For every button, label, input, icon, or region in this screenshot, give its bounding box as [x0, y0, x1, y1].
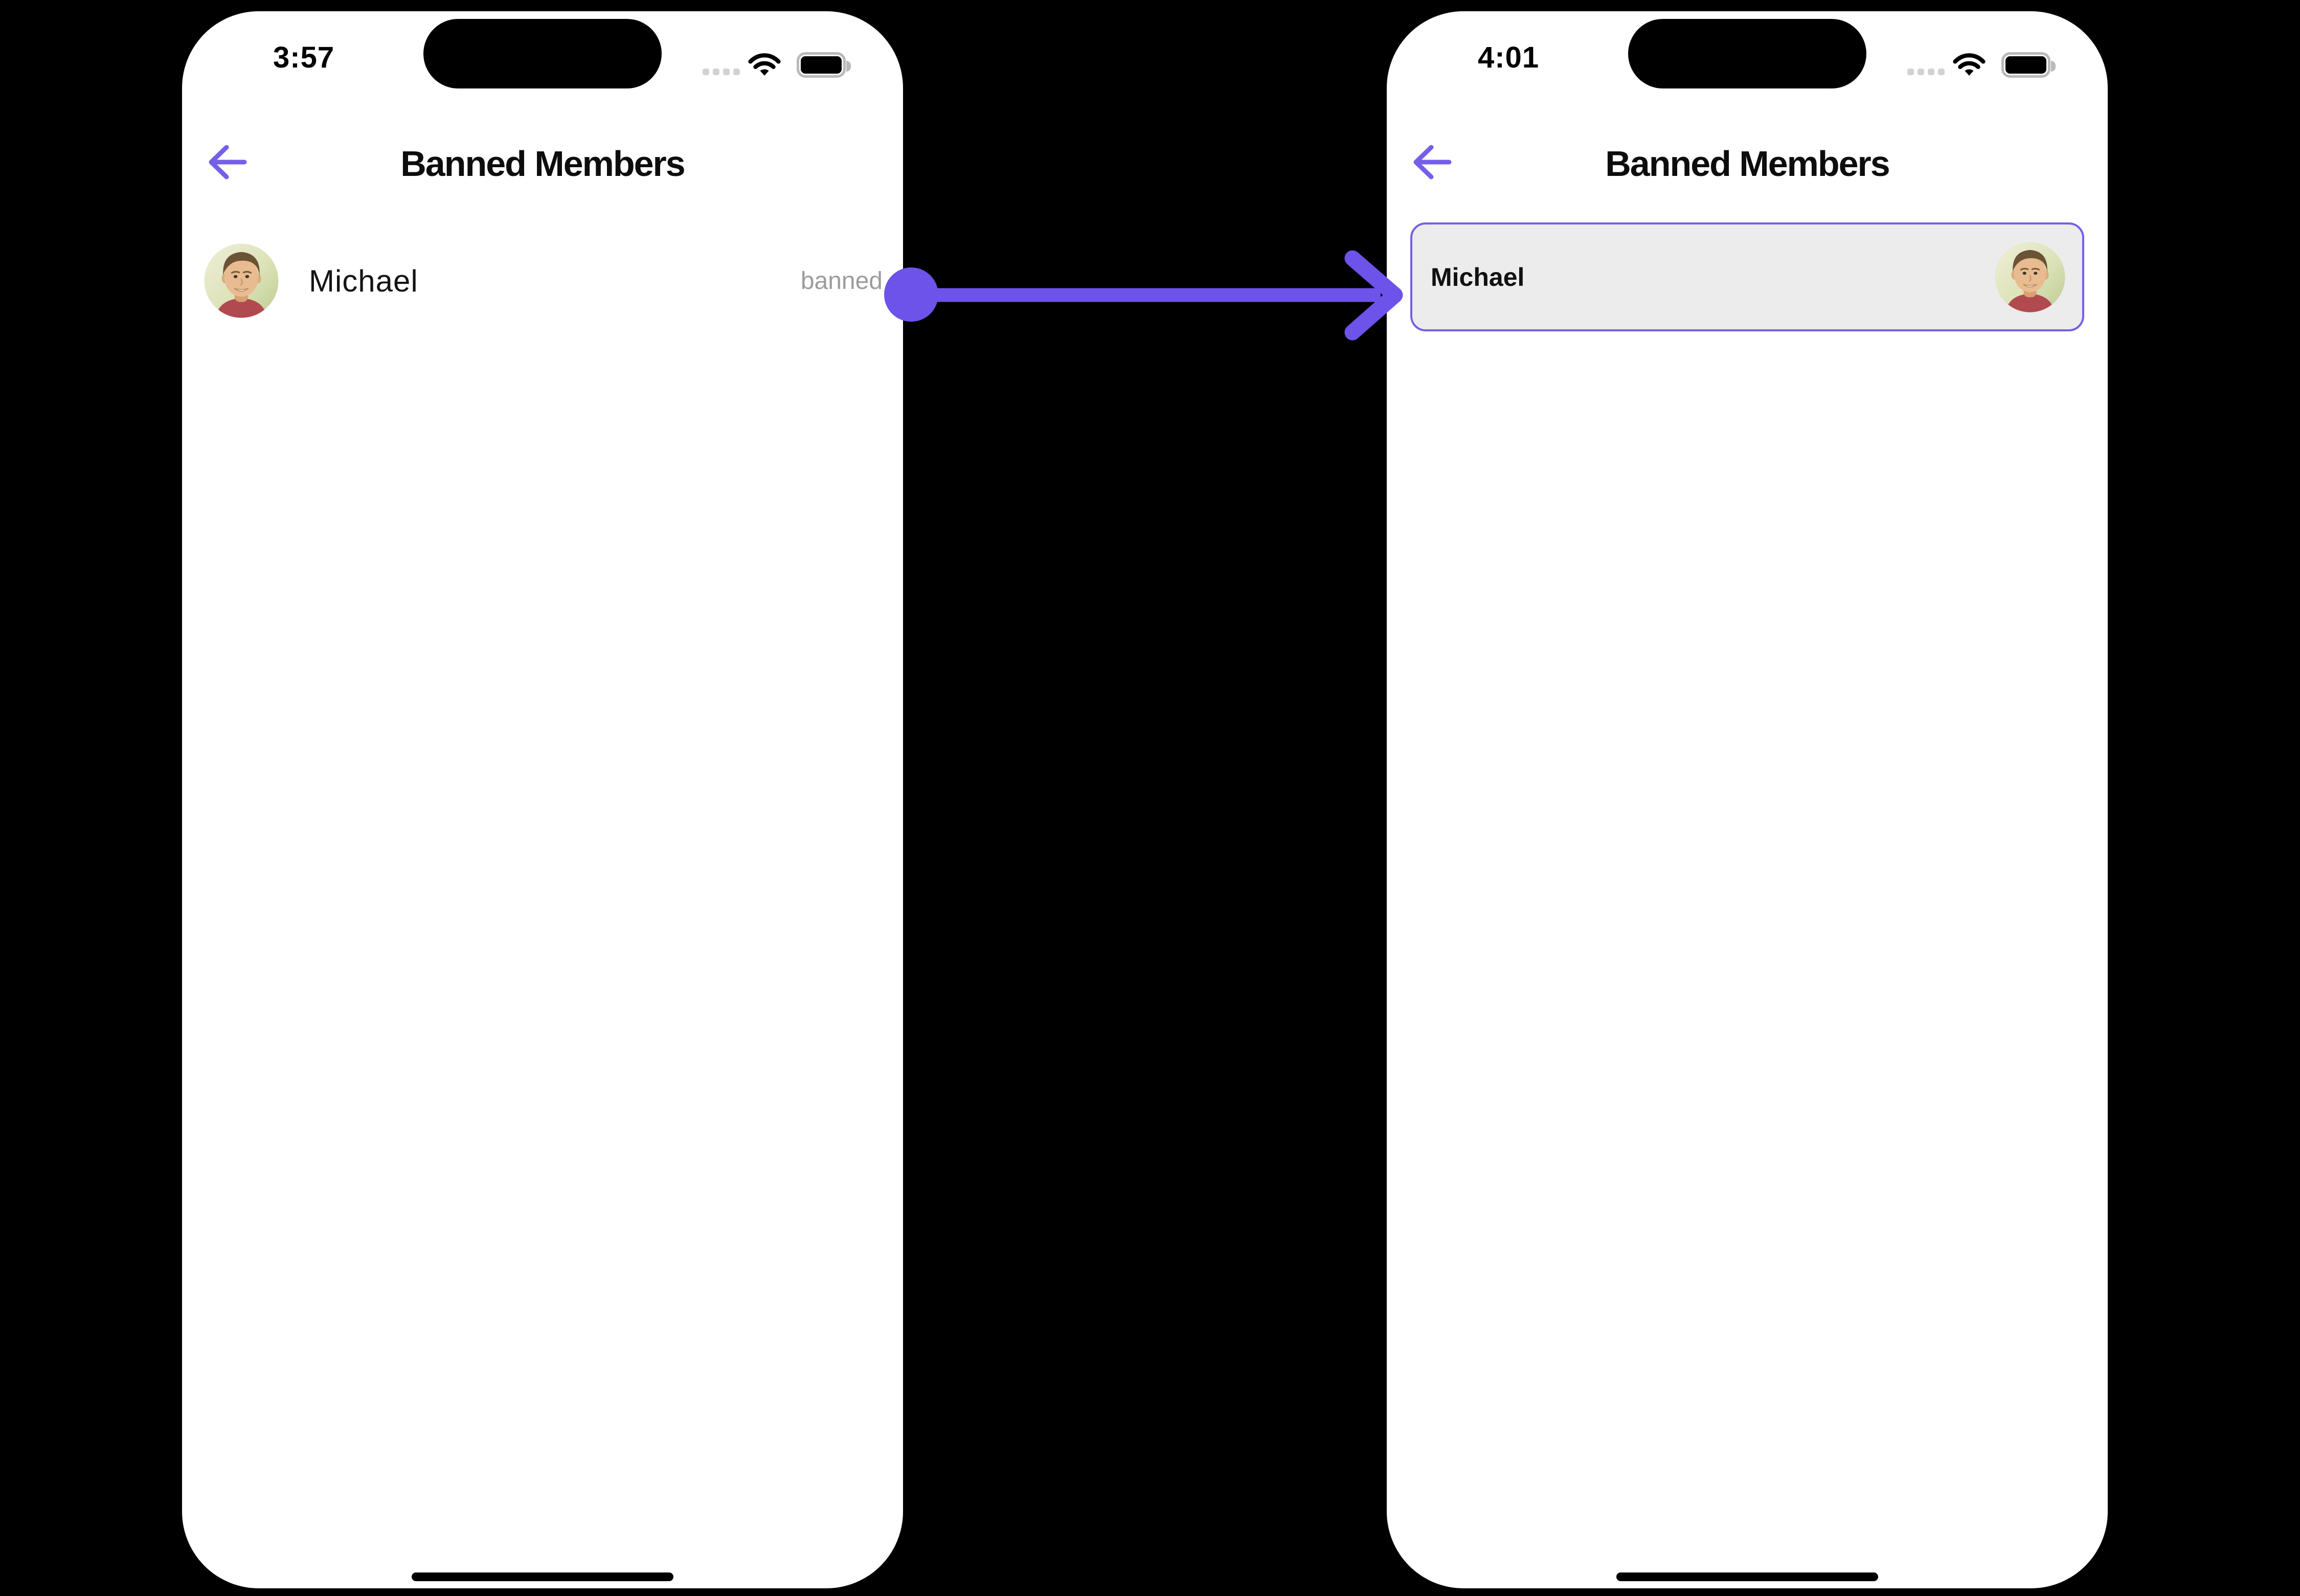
battery-nub — [846, 61, 851, 72]
signal-dot — [1928, 69, 1934, 75]
dynamic-island — [1628, 19, 1866, 88]
page-title: Banned Members — [1605, 144, 1890, 184]
battery-fill — [2005, 56, 2046, 74]
banned-member-row[interactable]: Michael banned — [204, 242, 883, 319]
home-indicator-bar[interactable] — [412, 1572, 673, 1581]
status-time: 4:01 — [1478, 41, 1540, 74]
battery-nub — [2051, 61, 2056, 72]
member-name: Michael — [1431, 262, 1525, 291]
signal-dot — [1907, 69, 1914, 75]
signal-dot — [733, 69, 740, 75]
signal-dot — [723, 69, 730, 75]
member-avatar — [204, 243, 279, 318]
battery-icon — [797, 52, 851, 78]
wifi-icon — [1953, 53, 1986, 76]
signal-dot — [713, 69, 719, 75]
battery-fill — [801, 56, 842, 74]
member-avatar — [1995, 241, 2065, 312]
cellular-signal-dots-icon — [703, 69, 740, 75]
signal-dot — [1938, 69, 1945, 75]
back-arrow-button[interactable] — [1412, 142, 1452, 183]
battery-icon — [2001, 52, 2056, 78]
dynamic-island — [423, 19, 662, 88]
selected-member-card[interactable]: Michael — [1410, 222, 2084, 331]
page-title: Banned Members — [400, 144, 685, 184]
left-phone-frame: 3:57 Banned Members — [182, 11, 903, 1588]
status-time: 3:57 — [273, 41, 335, 74]
back-arrow-button[interactable] — [208, 142, 247, 183]
member-status-badge: banned — [800, 267, 883, 295]
cellular-signal-dots-icon — [1907, 69, 1945, 75]
member-name: Michael — [309, 263, 418, 298]
signal-dot — [1918, 69, 1924, 75]
right-phone-frame: 4:01 Banned Members Michael — [1387, 11, 2108, 1588]
signal-dot — [703, 69, 709, 75]
wifi-icon — [748, 53, 781, 76]
home-indicator-bar[interactable] — [1616, 1572, 1878, 1581]
